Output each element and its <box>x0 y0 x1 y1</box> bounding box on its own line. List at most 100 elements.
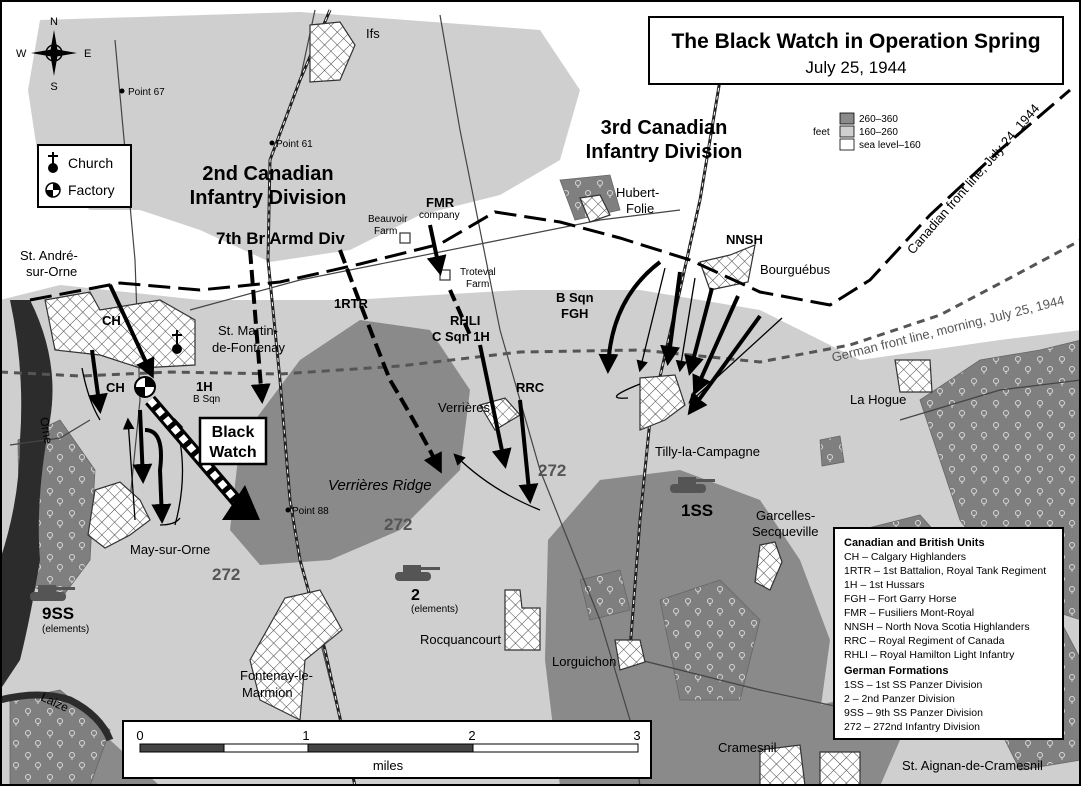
place-lahogue: La Hogue <box>850 392 906 407</box>
unit-key: Canadian and British Units CH – Calgary … <box>833 527 1064 740</box>
unit-key-heading-german: German Formations <box>844 665 949 677</box>
unit-key-entry: 1H – 1st Hussars <box>844 579 925 591</box>
title-box: The Black Watch in Operation Spring July… <box>648 16 1064 85</box>
elevation-value: 272 <box>384 515 412 534</box>
unit-1rtr: 1RTR <box>334 296 369 311</box>
german-unit-2pz: 2 <box>411 587 420 604</box>
unit-labels: 7th Br Armd Div FMR company 1RTR RHLI C … <box>102 195 763 405</box>
place-point61: Point 61 <box>276 139 313 150</box>
scale-tick-2: 2 <box>468 728 475 743</box>
place-cramesnil: Cramesnil <box>718 740 777 755</box>
division-labels: 2nd Canadian Infantry Division 3rd Canad… <box>190 117 743 209</box>
division-3rd-line2: Infantry Division <box>586 141 743 163</box>
unit-key-entry-german: 272 – 272nd Infantry Division <box>844 721 980 733</box>
place-standre-1: St. André- <box>20 248 78 263</box>
black-watch-label: Black Watch <box>198 416 268 466</box>
factory-symbol <box>134 376 156 398</box>
unit-key-entry: CH – Calgary Highlanders <box>844 551 966 563</box>
compass-west: W <box>16 48 27 60</box>
place-troteval-2: Farm <box>466 279 489 290</box>
place-rocquancourt: Rocquancourt <box>420 632 501 647</box>
place-fontenay-1: Fontenay-le- <box>240 668 313 683</box>
place-lorguichon: Lorguichon <box>552 654 616 669</box>
tank-icon <box>670 477 715 493</box>
map-title: The Black Watch in Operation Spring <box>671 30 1040 53</box>
place-stmartin-1: St. Martin- <box>218 323 278 338</box>
unit-b-sqn-fgh-2: FGH <box>561 306 588 321</box>
unit-key-entry-german: 9SS – 9th SS Panzer Division <box>844 707 983 719</box>
unit-1h-sub: B Sqn <box>193 394 220 405</box>
elevation-values: 272 272 272 <box>212 461 566 584</box>
place-may: May-sur-Orne <box>130 542 210 557</box>
unit-nnsh: NNSH <box>726 232 763 247</box>
elevation-swatch-low <box>839 138 855 151</box>
unit-7th-armd: 7th Br Armd Div <box>216 229 345 248</box>
tank-icon <box>395 565 440 581</box>
town-blocks <box>44 21 933 786</box>
unit-key-entry: RRC – Royal Regiment of Canada <box>844 635 1005 647</box>
german-unit-labels: 1SS 2 (elements) 9SS (elements) <box>42 501 713 635</box>
scale-tick-1: 1 <box>302 728 309 743</box>
symbol-legend: Church Factory <box>37 144 132 208</box>
german-unit-2pz-sub: (elements) <box>411 604 458 615</box>
place-hubert-1: Hubert- <box>616 185 659 200</box>
church-symbol <box>172 330 182 354</box>
place-verrieres-ridge: Verrières Ridge <box>328 477 432 494</box>
tank-icon <box>30 585 75 601</box>
unit-key-entry-german: 2 – 2nd Panzer Division <box>844 693 955 705</box>
place-tilly: Tilly-la-Campagne <box>655 444 760 459</box>
black-watch-line1: Black <box>212 424 255 441</box>
unit-ch-2: CH <box>106 380 125 395</box>
map-date: July 25, 1944 <box>805 58 906 77</box>
place-stmartin-2: de-Fontenay <box>212 340 285 355</box>
place-labels: Ifs Point 67 Point 61 Point 88 Beauvoir … <box>20 26 1043 773</box>
division-3rd-line1: 3rd Canadian <box>601 117 728 139</box>
unit-rhli: RHLI <box>450 313 480 328</box>
elevation-swatch-high <box>839 112 855 125</box>
compass-east: E <box>84 48 91 60</box>
unit-b-sqn-fgh-1: B Sqn <box>556 290 594 305</box>
german-front-line <box>0 238 1081 378</box>
german-unit-1ss: 1SS <box>681 501 713 520</box>
unit-c-sqn: C Sqn 1H <box>432 329 490 344</box>
unit-key-entry: NNSH – North Nova Scotia Highlanders <box>844 621 1030 633</box>
place-troteval-1: Troteval <box>460 267 496 278</box>
place-fontenay-2: Marmion <box>242 685 293 700</box>
unit-key-entry: FGH – Fort Garry Horse <box>844 593 957 605</box>
division-2nd-line2: Infantry Division <box>190 187 347 209</box>
elevation-unit: feet <box>813 127 830 138</box>
place-point67: Point 67 <box>128 87 165 98</box>
unit-key-heading-allied: Canadian and British Units <box>844 537 985 549</box>
elevation-value: 272 <box>538 461 566 480</box>
elevation-swatch-mid <box>839 125 855 138</box>
black-watch-line2: Watch <box>209 444 256 461</box>
river-orne-label: Orne <box>37 416 55 445</box>
point-markers <box>119 88 291 513</box>
place-garcelles-2: Secqueville <box>752 524 819 539</box>
orne-river <box>0 300 53 690</box>
unit-1h: 1H <box>196 379 213 394</box>
scale-tick-0: 0 <box>136 728 143 743</box>
compass-south: S <box>50 81 57 93</box>
unit-key-entry: RHLI – Royal Hamilton Light Infantry <box>844 649 1015 661</box>
legend-factory-label: Factory <box>68 182 115 198</box>
elevation-legend: feet 260–360 160–260 sea level–160 <box>813 112 921 151</box>
compass-north: N <box>50 16 58 28</box>
place-verrieres: Verrières <box>438 400 491 415</box>
unit-fmr: FMR <box>426 195 455 210</box>
unit-key-entry: 1RTR – 1st Battalion, Royal Tank Regimen… <box>844 565 1046 577</box>
black-watch-arrow <box>145 395 260 520</box>
unit-key-entry-german: 1SS – 1st SS Panzer Division <box>844 679 982 691</box>
scale-bar: 0 1 2 3 miles <box>122 720 652 779</box>
elevation-band-high: 260–360 <box>859 114 898 125</box>
german-unit-9ss: 9SS <box>42 604 74 623</box>
place-standre-2: sur-Orne <box>26 264 77 279</box>
elevation-value: 272 <box>212 565 240 584</box>
place-garcelles-1: Garcelles- <box>756 508 815 523</box>
legend-church-label: Church <box>68 155 113 171</box>
attack-arrows <box>81 224 783 526</box>
unit-fmr-sub: company <box>419 210 460 221</box>
